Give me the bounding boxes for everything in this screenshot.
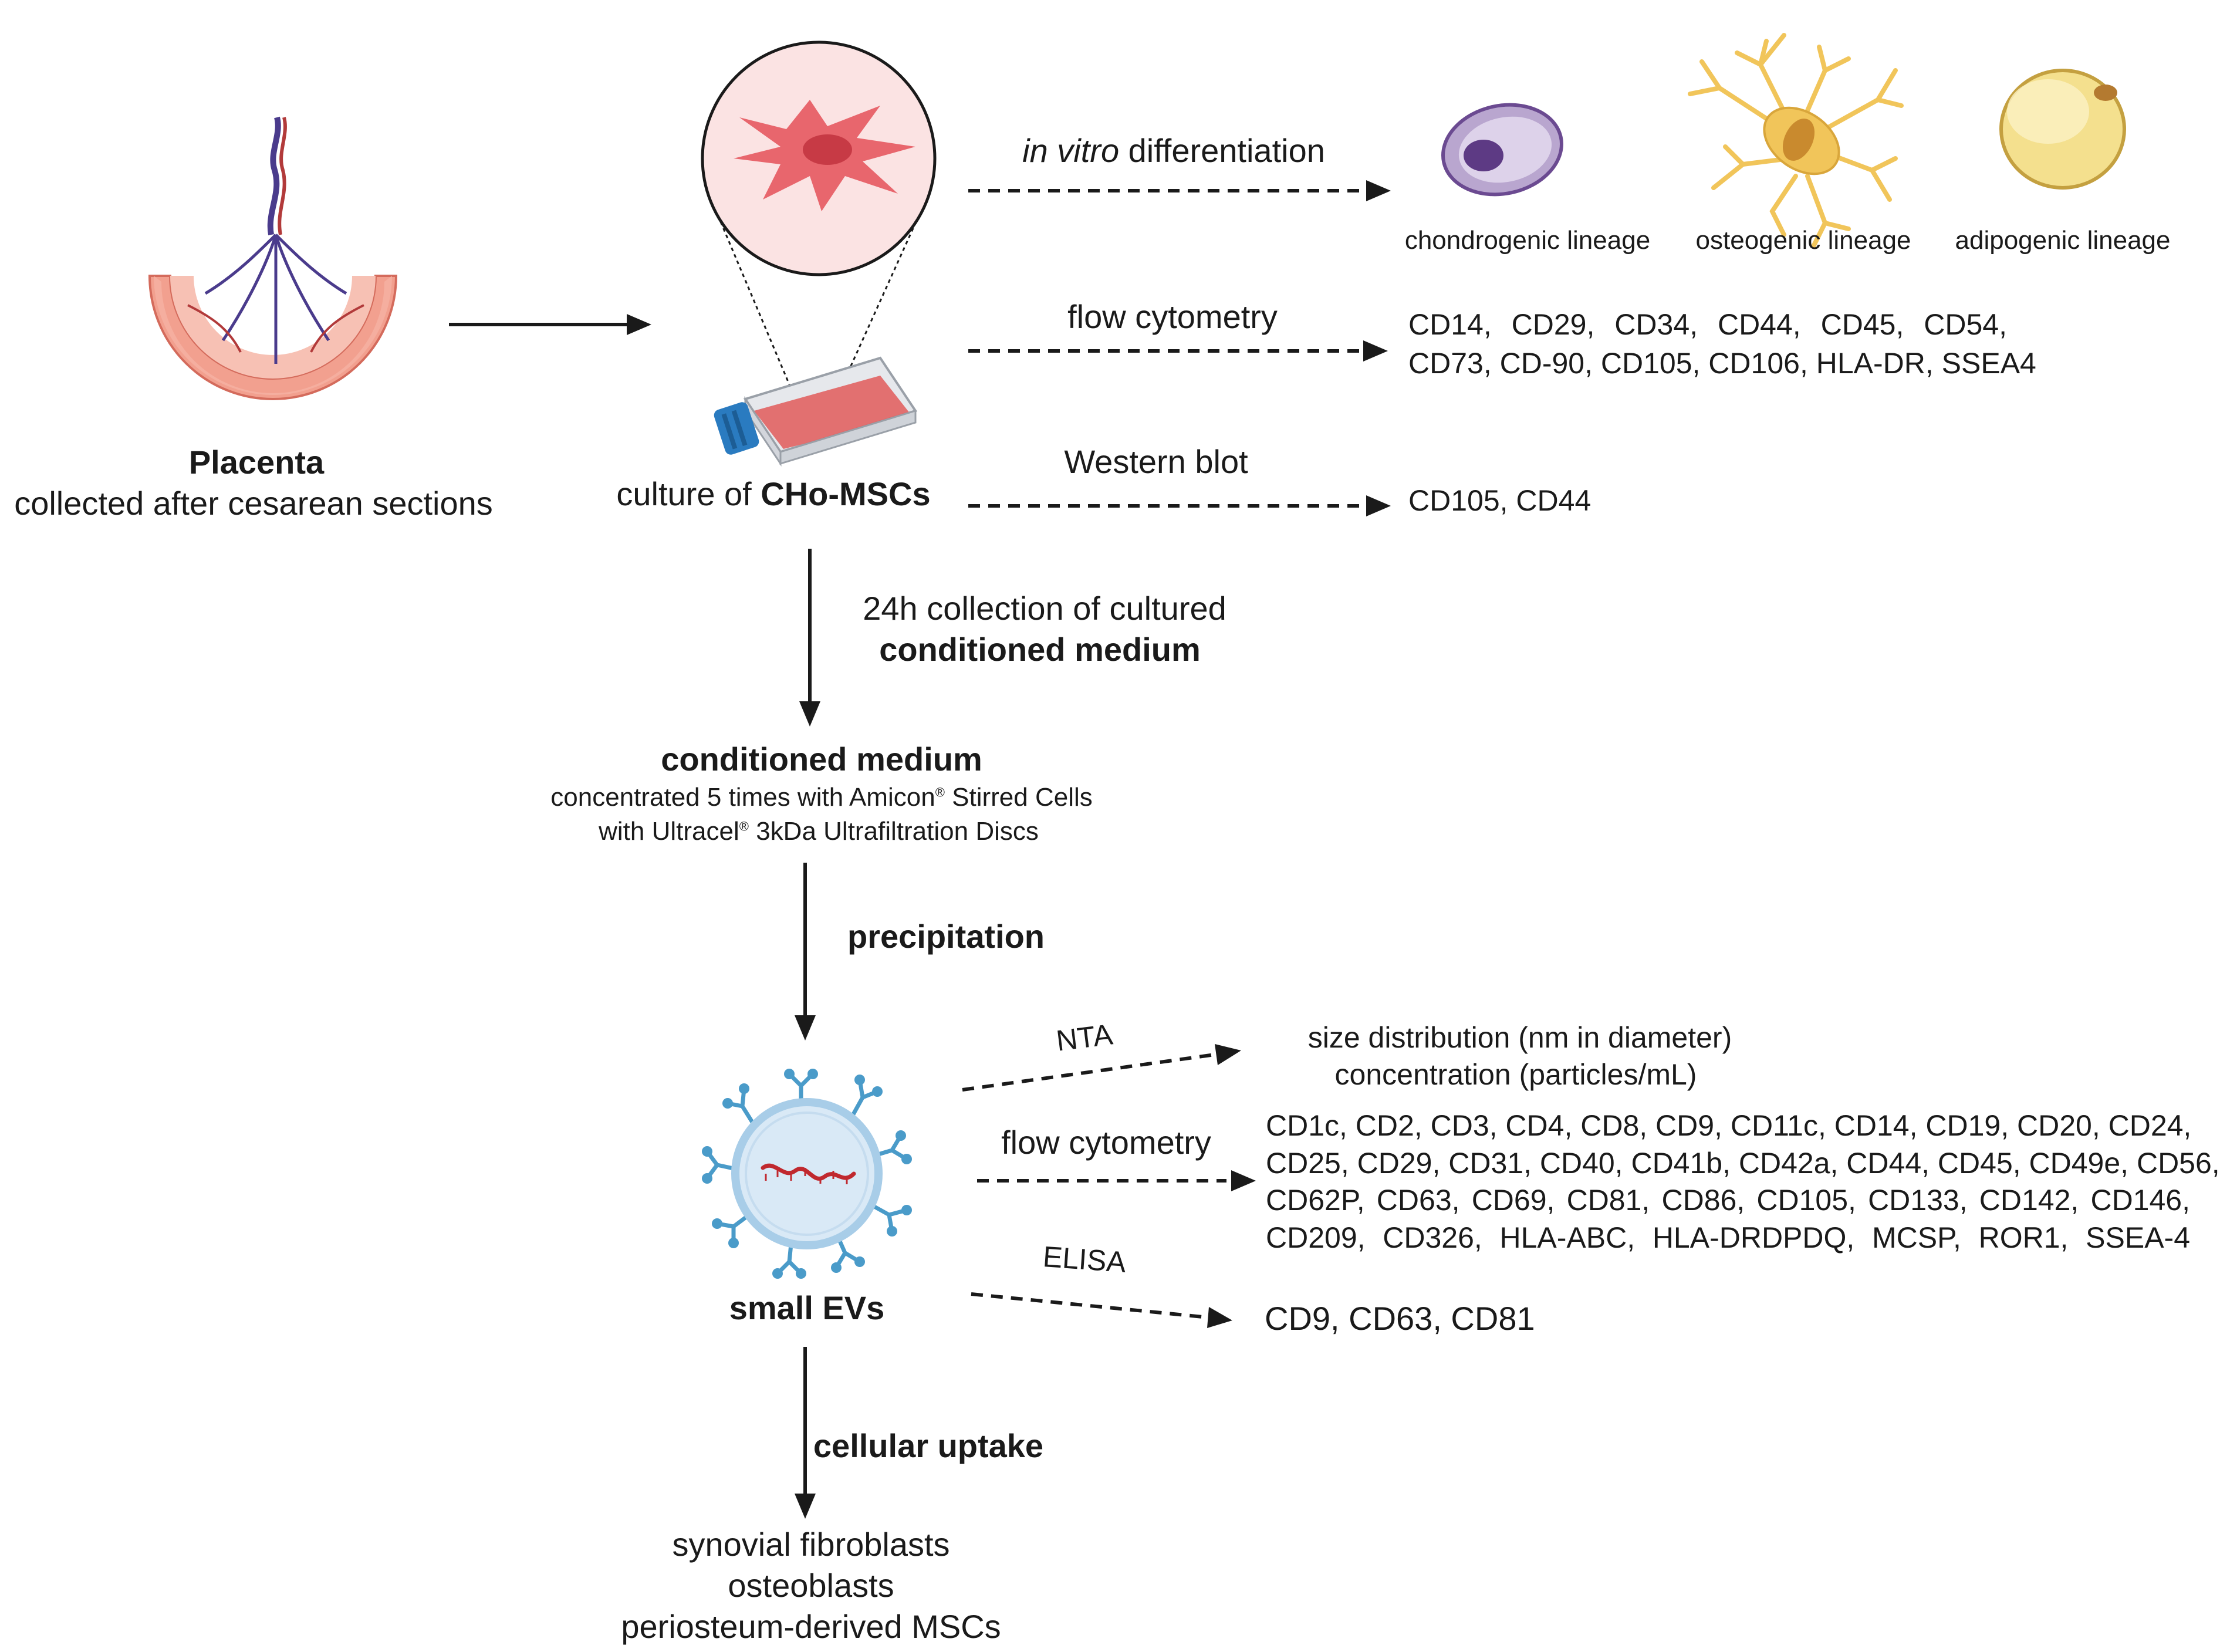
medium-line-1: concentrated 5 times with Amicon® Stirre… <box>550 783 1093 813</box>
lineage-chondrogenic: chondrogenic lineage <box>1404 226 1651 255</box>
chondrocyte-icon <box>1441 103 1563 197</box>
placenta-icon <box>148 116 398 400</box>
medium-line-1-a: concentrated 5 times with Amicon <box>550 783 935 812</box>
cellular-uptake-label: cellular uptake <box>813 1427 1044 1464</box>
nta-line-2: concentration (particles/mL) <box>1334 1058 1697 1091</box>
medium-line-2: with Ultracel® 3kDa Ultrafiltration Disc… <box>599 817 1039 847</box>
dashed-arrows <box>962 189 1361 1319</box>
culture-name: CHo-MSCs <box>761 475 931 512</box>
medium-line-2-b: 3kDa Ultrafiltration Discs <box>748 817 1039 846</box>
ev-markers-line-1: CD1c, CD2, CD3, CD4, CD8, CD9, CD11c, CD… <box>1266 1109 2192 1142</box>
ev-markers-line-2: CD25, CD29, CD31, CD40, CD41b, CD42a, CD… <box>1266 1146 2220 1180</box>
western-blot-label: Western blot <box>1064 443 1248 480</box>
cell-markers-line-2: CD73, CD-90, CD105, CD106, HLA-DR, SSEA4 <box>1408 346 2036 380</box>
small-evs-title: small EVs <box>729 1289 885 1326</box>
flow-cytometry-cells-label: flow cytometry <box>1067 298 1278 335</box>
in-vitro-italic: in vitro <box>1022 132 1120 169</box>
collection-line-2: conditioned medium <box>879 631 1201 668</box>
lineage-adipogenic: adipogenic lineage <box>1955 226 2171 255</box>
adipocyte-icon <box>1999 69 2126 190</box>
collection-line-1: 24h collection of cultured <box>863 590 1226 627</box>
flow-cytometry-evs-markers: CD1c, CD2, CD3, CD4, CD8, CD9, CD11c, CD… <box>1266 1109 2220 1255</box>
osteocyte-body <box>1763 106 1840 175</box>
medium-title: conditioned medium <box>661 741 982 778</box>
medium-line-2-a: with Ultracel <box>599 817 739 846</box>
flow-cytometry-cells-markers: CD14, CD29, CD34, CD44, CD45, CD54, CD73… <box>1408 308 2036 380</box>
nta-line-1: size distribution (nm in diameter) <box>1307 1021 1732 1054</box>
elisa-markers: CD9, CD63, CD81 <box>1265 1300 1535 1337</box>
western-blot-markers: CD105, CD44 <box>1408 484 1591 517</box>
culture-flask-icon <box>714 356 918 467</box>
ev-markers-line-3: CD62P, CD63, CD69, CD81, CD86, CD105, CD… <box>1266 1184 2190 1217</box>
placenta-subtitle: collected after cesarean sections <box>14 485 493 522</box>
osteocyte-icon <box>1688 33 1904 249</box>
solid-arrows <box>449 314 820 1519</box>
placenta-title: Placenta <box>188 444 325 481</box>
flow-cytometry-evs-label: flow cytometry <box>1001 1124 1211 1161</box>
cell-markers-line-1: CD14, CD29, CD34, CD44, CD45, CD54, <box>1408 308 2007 341</box>
culture-label: culture of CHo-MSCs <box>616 475 930 513</box>
precipitation-label: precipitation <box>847 918 1045 955</box>
medium-line-2-sup: ® <box>739 819 749 834</box>
elisa-label: ELISA <box>1042 1240 1127 1279</box>
uptake-target-1: synovial fibroblasts <box>672 1526 950 1563</box>
ev-markers-line-4: CD209, CD326, HLA-ABC, HLA-DRDPDQ, MCSP,… <box>1266 1221 2190 1254</box>
nta-label: NTA <box>1054 1018 1115 1058</box>
dashed-arrowheads <box>1207 180 1391 1328</box>
uptake-target-3: periosteum-derived MSCs <box>621 1608 1001 1645</box>
msc-cell-icon <box>701 40 937 276</box>
medium-line-1-b: Stirred Cells <box>944 783 1093 812</box>
uptake-target-2: osteoblasts <box>728 1567 894 1604</box>
culture-prefix: culture of <box>616 475 761 512</box>
lineage-osteogenic: osteogenic lineage <box>1695 226 1911 255</box>
extracellular-vesicle-icon <box>702 1069 912 1279</box>
in-vitro-label: in vitro differentiation <box>1022 132 1325 170</box>
medium-line-1-sup: ® <box>935 785 945 800</box>
in-vitro-rest: differentiation <box>1119 132 1325 169</box>
